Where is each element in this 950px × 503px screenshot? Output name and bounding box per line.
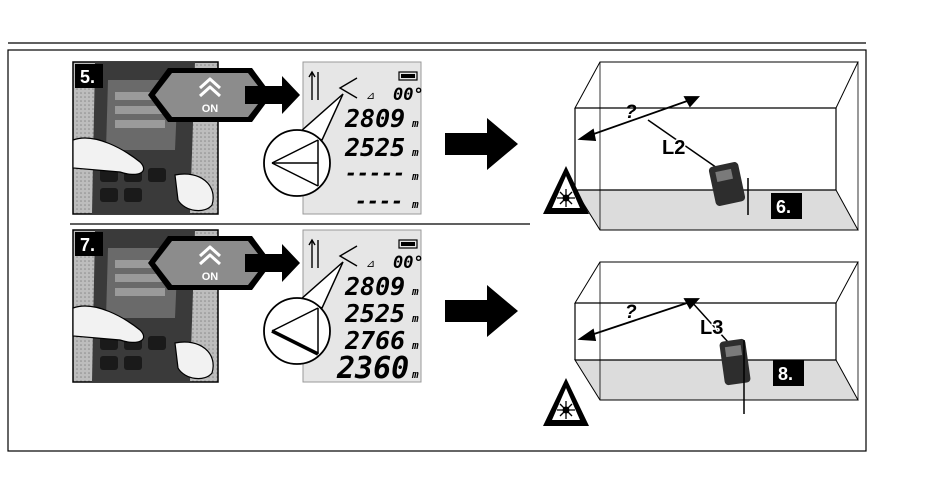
svg-text:m: m <box>411 170 419 183</box>
unknown-length-label: ? <box>625 302 637 323</box>
step-badge: 7. <box>80 235 95 255</box>
svg-text:m: m <box>411 339 419 352</box>
on-button-label: ON <box>202 103 219 115</box>
svg-text:m: m <box>411 198 419 211</box>
svg-text:2809: 2809 <box>344 272 405 301</box>
length-label: L3 <box>700 317 723 339</box>
unknown-length-arrow <box>580 299 698 340</box>
svg-text:-----: ----- <box>345 161 405 185</box>
svg-text:m: m <box>411 285 419 298</box>
svg-text:2525: 2525 <box>344 133 405 162</box>
step-badge: 5. <box>80 67 95 87</box>
angle-readout: 00° <box>393 253 424 273</box>
step-5-group: 5. ON ⊿ 00° <box>73 62 858 230</box>
tilt-icon: ⊿ <box>366 258 375 270</box>
step-7-group: 7. ON ⊿ 00° <box>73 230 858 426</box>
svg-text:m: m <box>411 117 419 130</box>
svg-text:2525: 2525 <box>344 299 405 328</box>
unknown-length-label: ? <box>625 102 637 123</box>
right-arrow-icon <box>445 118 518 170</box>
svg-text:m: m <box>411 146 419 159</box>
step-badge: 6. <box>776 197 791 217</box>
tilt-icon: ⊿ <box>366 90 375 102</box>
svg-text:2360: 2360 <box>336 351 409 386</box>
step-badge: 8. <box>778 364 793 384</box>
angle-readout: 00° <box>393 85 424 105</box>
on-button-label: ON <box>202 271 219 283</box>
svg-text:----: ---- <box>355 189 403 213</box>
svg-text:m: m <box>411 368 419 381</box>
length-label: L2 <box>662 137 685 159</box>
svg-text:m: m <box>411 312 419 325</box>
right-arrow-icon <box>445 285 518 337</box>
reading-row-4: 2360 m <box>336 351 419 386</box>
laser-warning-icon <box>543 378 589 426</box>
room-scene: ? L2 6. <box>543 62 858 230</box>
room-scene: ? L3 8. <box>543 262 858 426</box>
svg-text:2809: 2809 <box>344 104 405 133</box>
